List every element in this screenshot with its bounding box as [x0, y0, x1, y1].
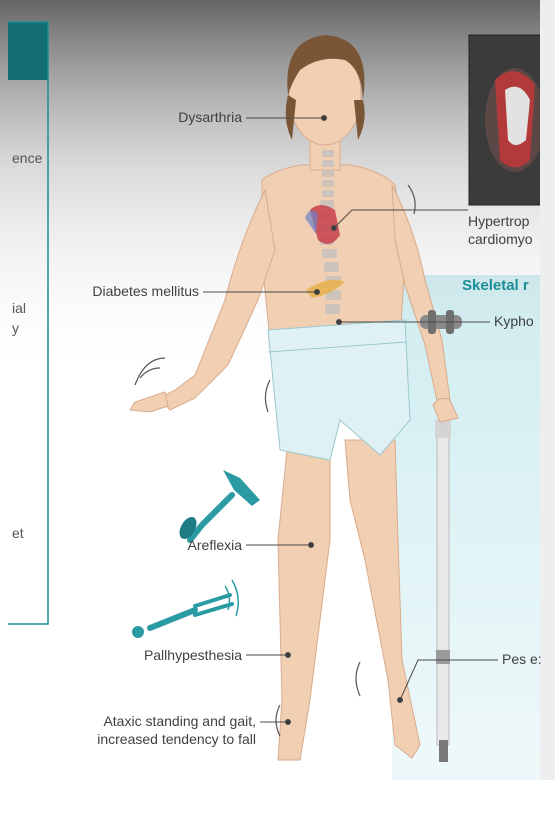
- label-hypertrophic-line2: cardiomyo: [468, 231, 533, 248]
- right-edge-strip: [540, 0, 555, 780]
- left-panel-fragment-3: y: [12, 320, 19, 337]
- label-pes-cavus: Pes e:: [502, 651, 542, 668]
- label-ataxia-line2: increased tendency to fall: [30, 731, 256, 748]
- label-diabetes-mellitus: Diabetes mellitus: [55, 283, 199, 300]
- section-title-skeletal: Skeletal r: [462, 277, 529, 294]
- left-panel-fragment-4: et: [12, 525, 24, 542]
- left-panel-header: [8, 22, 48, 80]
- label-ataxia-line1: Ataxic standing and gait,: [30, 713, 256, 730]
- heart-illustration-icon: [485, 68, 545, 172]
- left-panel-fragment-2: ial: [12, 300, 26, 317]
- left-panel-fragment-1: ence: [12, 150, 42, 167]
- label-pallhypesthesia: Pallhypesthesia: [110, 647, 242, 664]
- tuning-fork-icon: [132, 580, 238, 638]
- reflex-hammer-icon: [176, 470, 260, 542]
- label-hypertrophic-line1: Hypertrop: [468, 213, 529, 230]
- label-kyphoscoliosis: Kypho: [494, 313, 534, 330]
- label-areflexia: Areflexia: [160, 537, 242, 554]
- label-dysarthria: Dysarthria: [150, 109, 242, 126]
